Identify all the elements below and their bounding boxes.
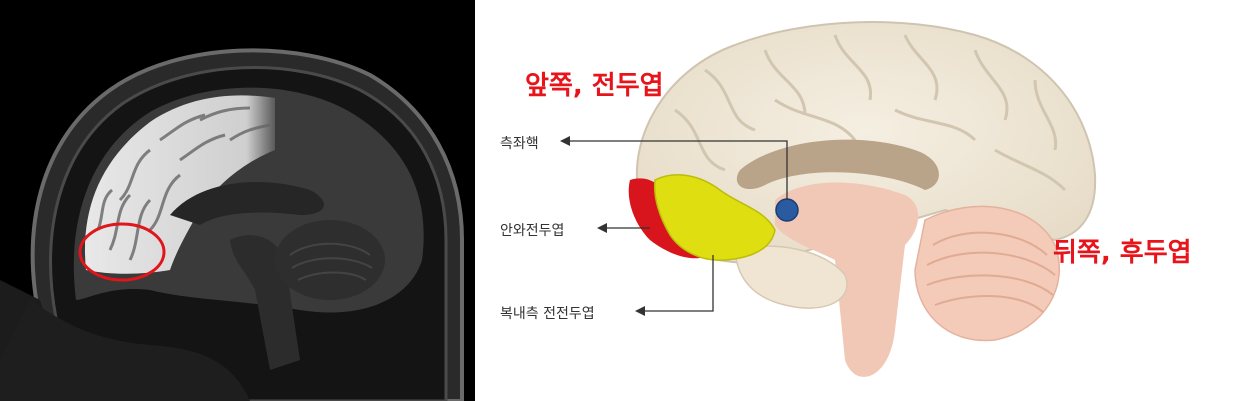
ventromedial-region (653, 174, 776, 261)
gyri-texture (674, 34, 1067, 192)
arrow-left-icon (597, 223, 607, 233)
arrow-left-icon (635, 306, 645, 316)
mri-scan-graphic (0, 0, 475, 401)
temporal-lobe (734, 245, 848, 309)
ventromedial-label: 복내측 전전두엽 (500, 306, 595, 322)
mri-sagittal-image (0, 0, 475, 401)
nucleus-accumbens-dot (775, 198, 799, 222)
orbitofrontal-label: 안와전두엽 (500, 223, 565, 239)
cerebellum (914, 205, 1060, 342)
pointer-line-nucleus (568, 140, 788, 200)
anterior-frontal-label: 앞쪽, 전두엽 (525, 71, 664, 101)
nucleus-label: 측좌핵 (500, 136, 539, 152)
posterior-occipital-label: 뒤쪽, 후두엽 (1053, 238, 1192, 268)
brain-diagram: 앞쪽, 전두엽 뒤쪽, 후두엽 측좌핵 안와전두엽 복내측 전전두엽 (475, 0, 1252, 401)
pointer-line-ventromedial (643, 255, 714, 312)
highlight-circle (78, 222, 166, 282)
brain-illustration (560, 21, 1097, 377)
arrow-left-icon (560, 136, 570, 146)
